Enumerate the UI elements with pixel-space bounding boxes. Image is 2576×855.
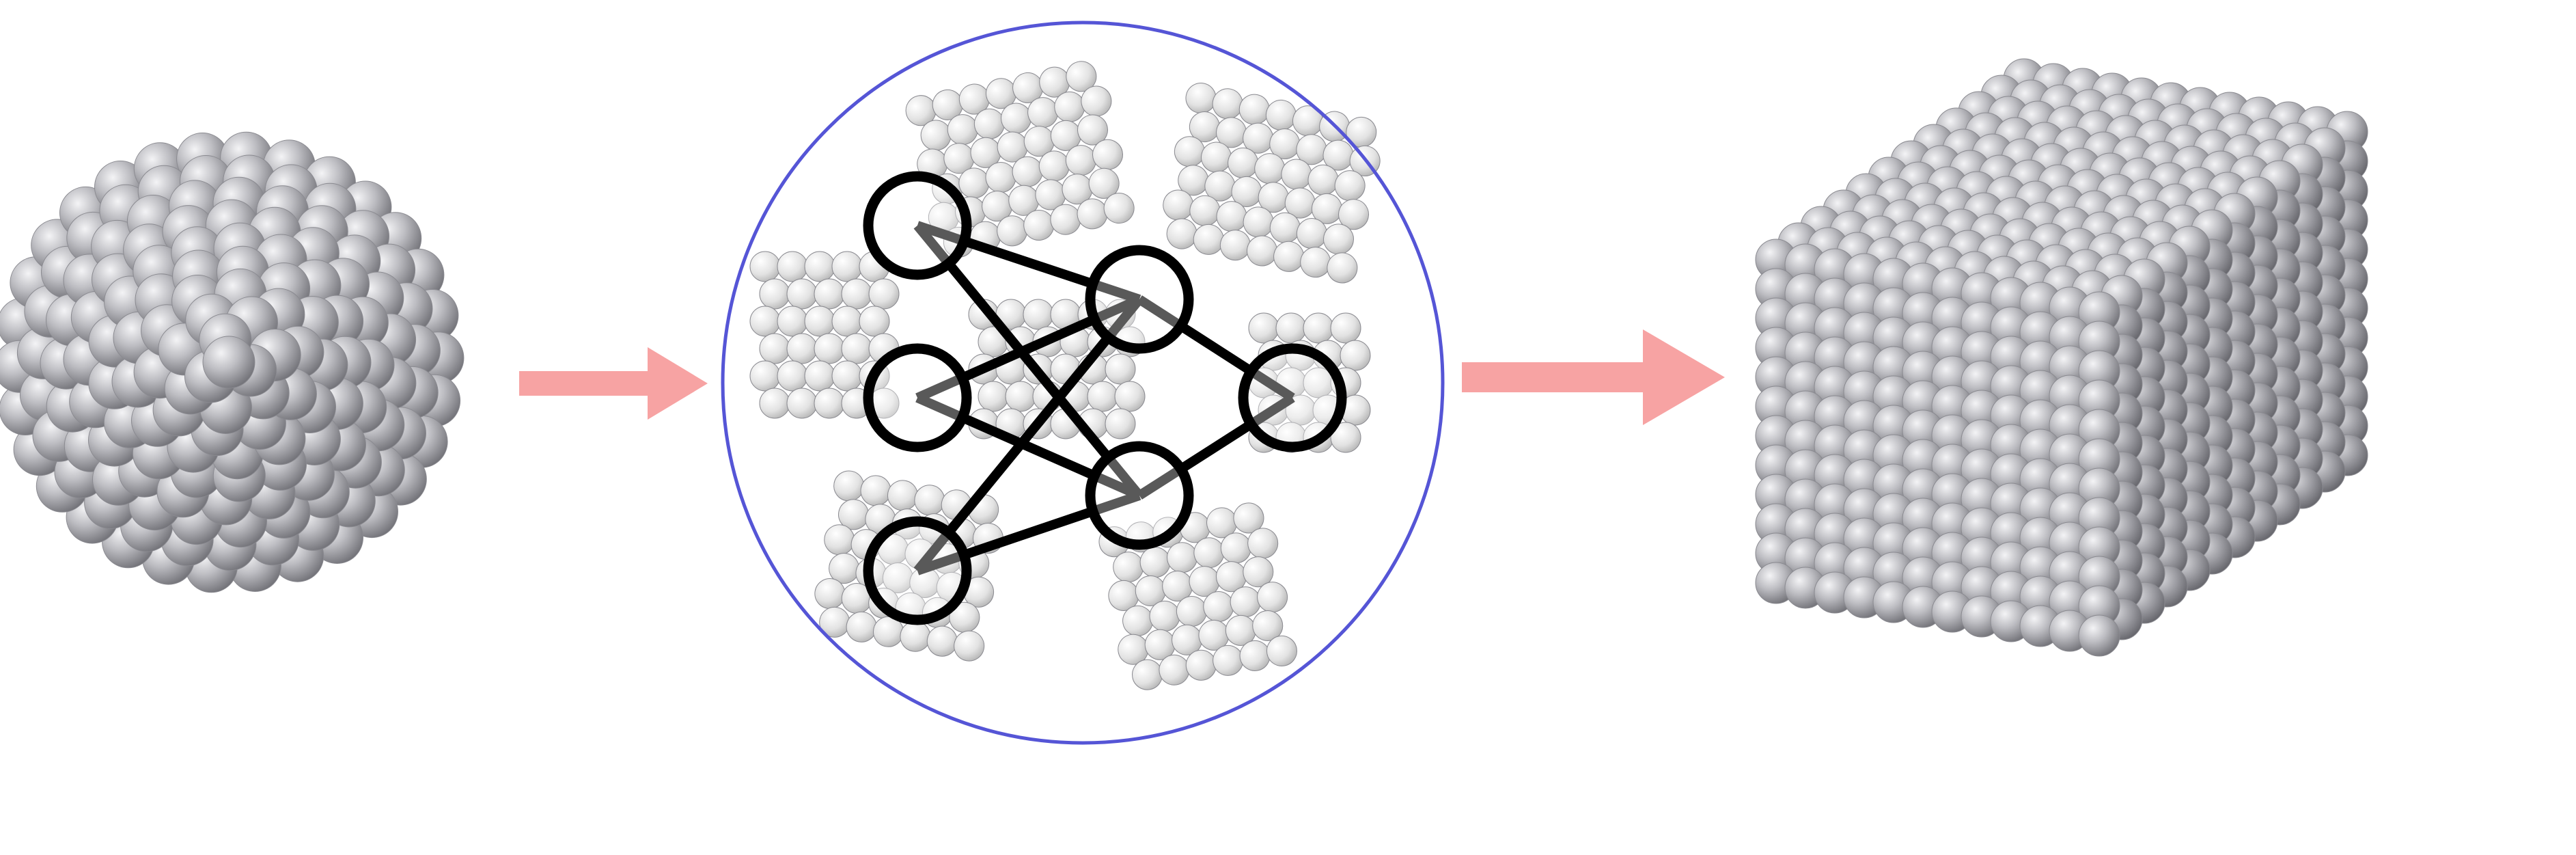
fragment-atom xyxy=(777,306,808,337)
fragment-atom xyxy=(1330,422,1361,453)
fragment-atom xyxy=(1087,381,1118,412)
fragment-atom xyxy=(914,485,945,516)
fragment-atom xyxy=(1334,170,1366,202)
cluster-fragment xyxy=(905,61,1135,258)
fragment-atom xyxy=(1023,299,1054,330)
fragment-atom xyxy=(777,360,808,392)
fragment-atom xyxy=(1081,85,1112,117)
neural-network-panel xyxy=(721,21,1445,745)
fragment-atom xyxy=(859,306,890,337)
atom xyxy=(202,336,255,389)
network-connection xyxy=(915,393,1141,500)
arrow-into-model xyxy=(519,347,708,420)
fragment-atom xyxy=(786,278,818,310)
panel-border-circle xyxy=(721,21,1445,745)
fragment-atom xyxy=(1327,252,1358,284)
fragment-atom xyxy=(1092,139,1124,170)
neuron-hid-2 xyxy=(1085,441,1194,550)
fragment-atom xyxy=(804,360,835,392)
neuron-out-1 xyxy=(1238,343,1347,452)
fragment-atom xyxy=(954,630,985,662)
fragment-atom xyxy=(786,388,818,419)
neuron-hid-1 xyxy=(1085,245,1194,354)
neuron-in-3 xyxy=(863,516,972,625)
network-connection xyxy=(915,221,1141,304)
network-connection xyxy=(913,222,1144,499)
network-connection xyxy=(913,296,1144,574)
fragment-atom xyxy=(1243,556,1274,588)
fragment-atom xyxy=(1322,223,1354,255)
arrow-out-of-model xyxy=(1462,329,1725,425)
network-connection xyxy=(915,491,1141,575)
neuron-in-1 xyxy=(863,171,972,280)
fragment-atom xyxy=(759,333,790,364)
fragment-atom xyxy=(1303,312,1334,344)
fragment-atom xyxy=(1252,610,1284,642)
fragment-atom xyxy=(1257,582,1288,613)
fragment-atom xyxy=(860,475,891,506)
fragment-atom xyxy=(1346,116,1377,148)
fragment-atom xyxy=(831,306,863,337)
network-connection xyxy=(915,295,1141,403)
fragment-atom xyxy=(1330,312,1361,344)
network-connection xyxy=(1137,295,1295,402)
fragment-atom xyxy=(1088,167,1120,199)
fragment-atom xyxy=(1077,114,1108,146)
fragment-atom xyxy=(1105,408,1136,439)
fragment-atom xyxy=(841,278,872,310)
cluster-fragment xyxy=(1098,502,1297,690)
neural-network xyxy=(863,171,1347,625)
fragment-atom xyxy=(1103,193,1135,224)
fragment-atom xyxy=(1247,528,1279,559)
fragment-atom xyxy=(978,381,1009,412)
small-icosahedral-cluster xyxy=(0,131,465,593)
fragment-atom xyxy=(1066,61,1097,92)
fragment-atom xyxy=(1275,312,1307,344)
fragment-atom xyxy=(926,625,958,657)
neuron-in-2 xyxy=(863,343,972,452)
fragment-atom xyxy=(759,278,790,310)
fragment-atom xyxy=(846,611,877,642)
fragment-atom xyxy=(1266,635,1297,666)
fragment-atom xyxy=(1340,340,1371,371)
fragment-atom xyxy=(1338,199,1370,230)
fragment-atom xyxy=(887,480,918,511)
cluster-fragment xyxy=(1163,83,1381,284)
fragment-atom xyxy=(777,251,808,282)
fragment-atom xyxy=(814,278,845,310)
large-cubic-cluster xyxy=(1755,58,2368,657)
fragment-atom xyxy=(841,333,872,364)
fragment-atom xyxy=(1114,381,1146,412)
fragment-atom xyxy=(949,601,980,633)
fragment-atom xyxy=(804,306,835,337)
fragment-atom xyxy=(1105,353,1136,385)
cluster-fragment xyxy=(749,251,900,419)
fragment-atom xyxy=(814,333,845,364)
fragment-atom xyxy=(804,251,835,282)
fragment-atom xyxy=(831,360,863,392)
fragment-atom xyxy=(868,278,900,310)
fragment-atom xyxy=(749,306,781,337)
fragment-atom xyxy=(833,470,865,502)
fragment-atom xyxy=(1248,312,1279,344)
fragment-atom xyxy=(749,360,781,392)
fragment-atom xyxy=(749,251,781,282)
fragment-atom xyxy=(814,388,845,419)
atom xyxy=(2078,614,2120,657)
fragment-atom xyxy=(819,606,850,638)
fragment-atom xyxy=(759,388,790,419)
fragment-atom xyxy=(1233,502,1264,534)
fragment-atom xyxy=(831,251,863,282)
fragment-atom xyxy=(786,333,818,364)
fragment-atom xyxy=(1005,381,1036,412)
network-connection xyxy=(1137,394,1295,500)
